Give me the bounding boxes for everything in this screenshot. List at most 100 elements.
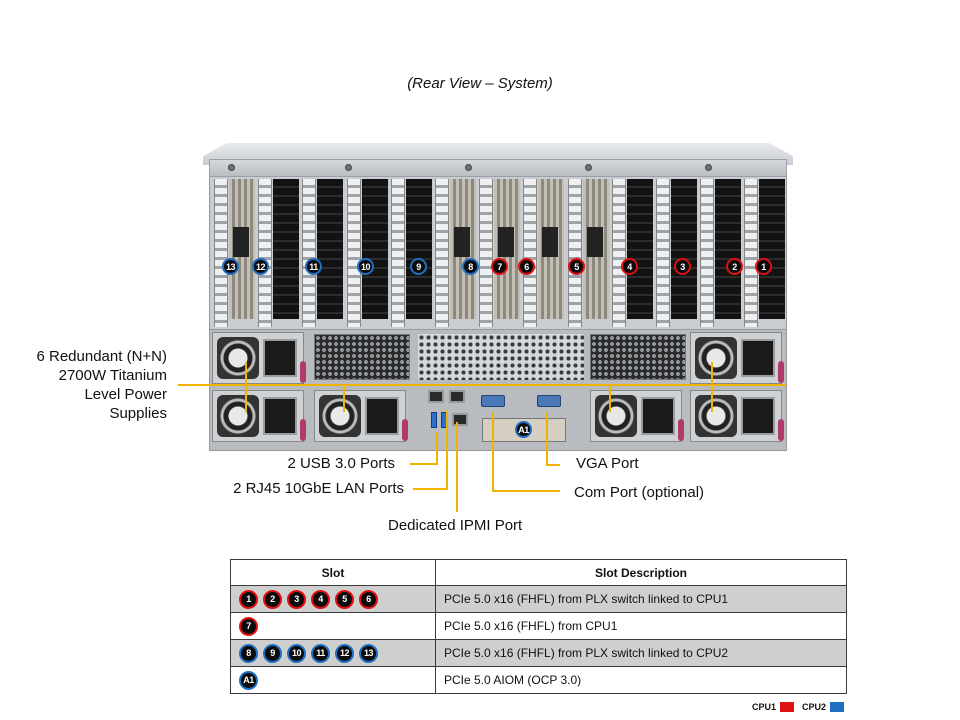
psu-blank-vent (314, 334, 410, 380)
slot-bracket (302, 179, 317, 327)
slot-bracket (390, 179, 405, 327)
psu-handle[interactable] (402, 419, 408, 441)
power-socket (641, 397, 675, 435)
slot-cell: 7 (230, 612, 436, 640)
pcie-card (538, 179, 565, 319)
psu-callout-line: Level Power (84, 386, 167, 403)
legend-cpu2-label: CPU2 (802, 702, 827, 712)
slot-description: PCIe 5.0 x16 (FHFL) from PLX switch link… (435, 639, 847, 667)
com-callout: Com Port (optional) (574, 484, 705, 501)
slot-badge-4: 4 (311, 589, 330, 609)
usb-port[interactable] (431, 412, 437, 428)
psu-callout-line: 2700W Titanium (58, 367, 167, 384)
power-supply (314, 390, 408, 442)
psu-handle[interactable] (300, 419, 306, 441)
com-port[interactable] (481, 395, 505, 407)
slot-description: PCIe 5.0 AIOM (OCP 3.0) (435, 666, 847, 694)
slot-badge-9: 9 (410, 258, 427, 275)
slot-badge-11: 11 (311, 643, 330, 663)
fan-icon (319, 395, 361, 437)
psu-handle[interactable] (300, 361, 306, 383)
pcie-card (273, 179, 300, 319)
slot-badge-8: 8 (239, 643, 258, 663)
psu-leader-line (178, 384, 786, 386)
slot-badge-12: 12 (335, 643, 354, 663)
lan-callout: 2 RJ45 10GbE LAN Ports (233, 480, 404, 497)
slot-badge-5: 5 (568, 258, 585, 275)
vga-port[interactable] (537, 395, 561, 407)
psu-handle[interactable] (778, 361, 784, 383)
slot-badge-2: 2 (263, 589, 282, 609)
slot-badge-11: 11 (305, 258, 322, 275)
power-supply (690, 390, 784, 442)
slot-bracket (744, 179, 759, 327)
slot-badge-a1: A1 (515, 421, 532, 438)
slot-badge-12: 12 (252, 258, 269, 275)
slot-description: PCIe 5.0 x16 (FHFL) from CPU1 (435, 612, 847, 640)
pcie-card (671, 179, 697, 319)
slot-bracket (523, 179, 538, 327)
screw-icon (345, 164, 352, 171)
cpu-legend: CPU1 CPU2 (752, 702, 848, 712)
slot-badge-2: 2 (726, 258, 743, 275)
fan-icon (695, 337, 737, 379)
pcie-card (494, 179, 521, 319)
slot-badge-6: 6 (518, 258, 535, 275)
power-socket (263, 397, 297, 435)
slot-badge-13: 13 (359, 643, 378, 663)
slot-badge-8: 8 (462, 258, 479, 275)
lan-port[interactable] (449, 390, 465, 403)
slot-badge-7: 7 (491, 258, 508, 275)
fan-icon (217, 395, 259, 437)
slot-bracket (346, 179, 361, 327)
legend-cpu2-swatch (830, 702, 845, 712)
psu-callout-line: 6 Redundant (N+N) (36, 348, 168, 365)
power-supply (590, 390, 684, 442)
slot-badge-7: 7 (239, 616, 258, 636)
slot-bracket (479, 179, 494, 327)
fan-icon (695, 395, 737, 437)
slot-bracket (214, 179, 228, 327)
lan-port[interactable] (428, 390, 444, 403)
power-supply (690, 332, 784, 384)
psu-leader-line (245, 362, 247, 412)
psu-handle[interactable] (778, 419, 784, 441)
screw-icon (585, 164, 592, 171)
slot-description: PCIe 5.0 x16 (FHFL) from PLX switch link… (435, 585, 847, 613)
slot-badge-4: 4 (621, 258, 638, 275)
vga-leader-line (546, 464, 560, 466)
pcie-card (317, 179, 344, 319)
psu-leader-line (711, 362, 713, 412)
slot-badge-3: 3 (287, 589, 306, 609)
pcie-card (582, 179, 609, 319)
fan-icon (217, 337, 259, 379)
view-title: (Rear View – System) (407, 75, 553, 92)
psu-callout: 6 Redundant (N+N) 2700W Titanium Level P… (37, 347, 168, 423)
slot-badge-1: 1 (239, 589, 258, 609)
usb-callout: 2 USB 3.0 Ports (287, 455, 395, 472)
psu-leader-line (343, 386, 345, 412)
lan-leader-line (413, 488, 448, 490)
ipmi-callout: Dedicated IPMI Port (388, 517, 523, 534)
slot-badge-10: 10 (287, 643, 306, 663)
ipmi-port[interactable] (452, 413, 468, 426)
slot-cell: A1 (230, 666, 436, 694)
power-socket (741, 339, 775, 377)
psu-callout-line: Supplies (109, 405, 167, 422)
pcie-card (715, 179, 742, 319)
pcie-card (759, 179, 786, 319)
psu-handle[interactable] (678, 419, 684, 441)
header-slot-description: Slot Description (435, 559, 847, 586)
power-supply (212, 390, 306, 442)
pcie-card (626, 179, 653, 319)
slot-bracket (567, 179, 582, 327)
pcie-card (229, 179, 255, 319)
slot-bracket (700, 179, 715, 327)
ipmi-leader-line (456, 422, 458, 512)
com-leader-line (492, 412, 494, 492)
